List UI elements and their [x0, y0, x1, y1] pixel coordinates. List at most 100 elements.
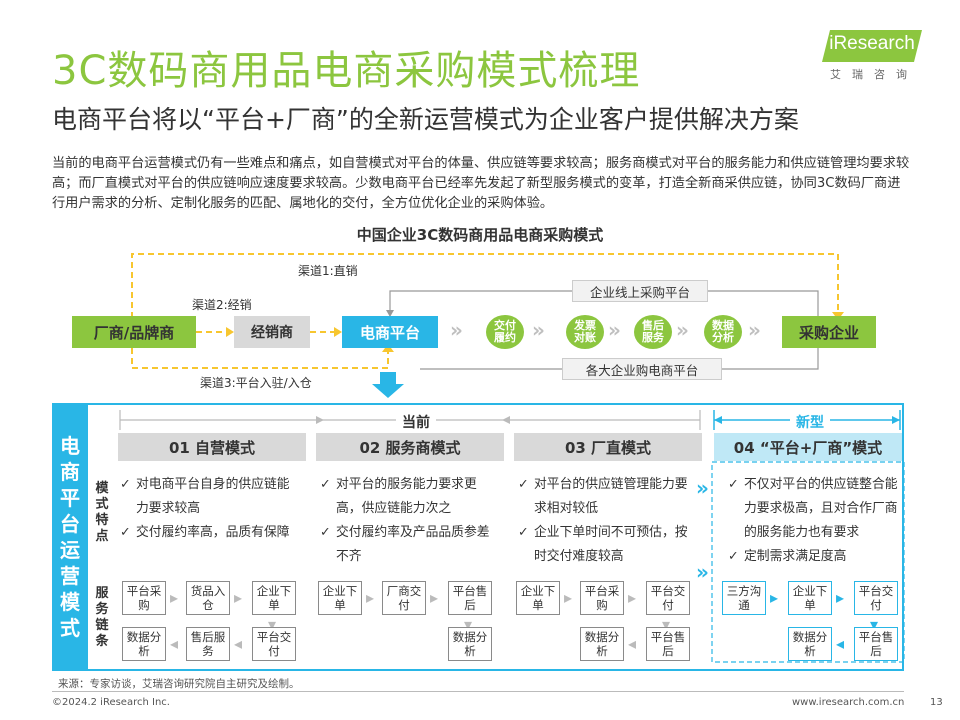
double-chevron-icon: »: [696, 560, 709, 584]
website-url: www.iresearch.com.cn: [792, 697, 905, 708]
chevron-right-icon: »: [676, 318, 689, 342]
mode-4-chain-top-1: 三方沟通: [722, 581, 766, 615]
arrow-right-icon: ▸: [366, 588, 375, 607]
mode-3-feature-1: 对平台的供应链管理能力要求相对较低: [534, 477, 688, 516]
major-platforms-box: 各大企业购电商平台: [562, 358, 722, 380]
footer-divider: [52, 691, 904, 692]
mode-3-chain-top-2: 平台采购: [580, 581, 624, 615]
check-icon: ✓: [320, 525, 331, 540]
copyright: ©2024.2 iResearch Inc.: [52, 697, 170, 708]
arrow-down-icon: ▾: [464, 615, 473, 634]
buyer-node: 采购企业: [782, 316, 876, 348]
major-platforms-line: [420, 348, 819, 370]
mode-3-chain-top-1: 企业下单: [516, 581, 560, 615]
figure-title: 中国企业3C数码商用品电商采购模式: [356, 226, 604, 244]
sidebar-label: 电商平台运营模式: [60, 434, 80, 640]
logo-cn: 艾瑞咨询: [830, 68, 918, 81]
step-data: 数据分析: [704, 315, 742, 349]
mode-2-chain-top-3: 平台售后: [448, 581, 492, 615]
arrow-right-icon: ▸: [564, 588, 573, 607]
mode-1-chain-top-1: 平台采购: [122, 581, 166, 615]
mode-3-features: ✓ 对平台的供应链管理能力要求相对较低 ✓ 企业下单时间不可预估，按时交付难度较高: [518, 473, 694, 569]
arrow-right-icon: ▸: [234, 588, 243, 607]
channel1-label: 渠道1:直销: [298, 264, 358, 278]
online-platform-box: 企业线上采购平台: [572, 280, 708, 302]
mode-header-2: 02 服务商模式: [316, 433, 504, 461]
mode-3-chain-bottom-2: 平台售后: [646, 627, 690, 661]
arrow-right-icon: ▸: [628, 588, 637, 607]
check-icon: ✓: [728, 549, 739, 564]
check-icon: ✓: [120, 477, 131, 492]
check-icon: ✓: [320, 477, 331, 492]
current-arrow-right-icon: [316, 416, 324, 424]
mode-2-chain-top-1: 企业下单: [318, 581, 362, 615]
mode-2-feature-2: 交付履约率及产品品质参差不齐: [336, 525, 490, 564]
channel3-line: [131, 348, 389, 369]
mode-4-feature-2: 定制需求满足度高: [744, 549, 847, 564]
new-arrow-right-icon: [892, 416, 900, 424]
new-label: 新型: [790, 412, 830, 432]
step-aftersales-label: 售后服务: [642, 319, 664, 344]
page-number: 13: [930, 697, 943, 708]
mode-header-3: 03 厂直模式: [514, 433, 702, 461]
arrow-down-icon: ▾: [662, 615, 671, 634]
chain-label: 服务链条: [95, 586, 109, 649]
step-data-label: 数据分析: [712, 319, 734, 344]
mode-1-chain-top-2: 货品入仓: [186, 581, 230, 615]
double-chevron-icon: »: [696, 476, 709, 500]
mode-4-features: ✓不仅对平台的供应链整合能力要求极高，且对合作厂商的服务能力也有要求 ✓定制需求…: [728, 473, 900, 569]
panel-sidebar: 电商平台运营模式: [52, 403, 88, 671]
check-icon: ✓: [518, 477, 529, 492]
mode-1-chain-bottom-3: 平台交付: [252, 627, 296, 661]
mode-2-chain-top-2: 厂商交付: [382, 581, 426, 615]
manufacturer-node: 厂商/品牌商: [72, 316, 196, 348]
arrow-right-icon: ▸: [430, 588, 439, 607]
channel2-label: 渠道2:经销: [192, 298, 252, 312]
platform-node: 电商平台: [342, 316, 438, 348]
mode-4-chain-top-2: 企业下单: [788, 581, 832, 615]
step-aftersales: 售后服务: [634, 315, 672, 349]
mode-3-feature-2: 企业下单时间不可预估，按时交付难度较高: [534, 525, 688, 564]
mode-header-1: 01 自营模式: [118, 433, 306, 461]
source-note: 来源：专家访谈，艾瑞咨询研究院自主研究及绘制。: [58, 678, 300, 690]
mode-2-feature-1: 对平台的服务能力要求更高，供应链能力次之: [336, 477, 477, 516]
mode-1-chain-top-3: 企业下单: [252, 581, 296, 615]
new-arrow-left-icon: [714, 416, 722, 424]
intro-paragraph: 当前的电商平台运营模式仍有一些难点和痛点，如自营模式对平台的体量、供应链等要求较…: [52, 156, 910, 211]
chevron-right-icon: »: [608, 318, 621, 342]
mode-1-chain-bottom-2: 售后服务: [186, 627, 230, 661]
online-platform-arrow-icon: [386, 310, 394, 317]
mode-1-feature-1: 对电商平台自身的供应链能力要求较高: [136, 477, 290, 516]
channel1-line: [131, 253, 839, 318]
features-label: 模式特点: [95, 481, 109, 544]
arrow-right-icon: ▸: [770, 588, 779, 607]
channel2-arrow-b-icon: [334, 327, 342, 337]
mode-4-chain-top-3: 平台交付: [854, 581, 898, 615]
mode-1-feature-2: 交付履约率高，品质有保障: [136, 525, 290, 540]
mode-4-chain-bottom-1: 数据分析: [788, 627, 832, 661]
arrow-down-icon: ▾: [268, 615, 277, 634]
mode-1-features: ✓对电商平台自身的供应链能力要求较高 ✓交付履约率高，品质有保障: [120, 473, 292, 545]
step-delivery: 交付履约: [486, 315, 524, 349]
check-icon: ✓: [518, 525, 529, 540]
arrow-left-icon: ◂: [628, 634, 637, 653]
chevron-right-icon: »: [532, 318, 545, 342]
page-title: 3C数码商用品电商采购模式梳理: [52, 48, 641, 94]
chevron-right-icon: »: [450, 318, 463, 342]
iresearch-logo: iResearch 艾瑞咨询: [812, 30, 924, 82]
mode-3-chain-top-3: 平台交付: [646, 581, 690, 615]
arrow-down-icon: ▾: [870, 615, 879, 634]
arrow-right-icon: ▸: [170, 588, 179, 607]
arrow-left-icon: ◂: [170, 634, 179, 653]
distributor-node: 经销商: [234, 316, 310, 348]
step-delivery-label: 交付履约: [494, 319, 516, 344]
channel2-arrow-a-icon: [226, 327, 234, 337]
new-mode-frame: [711, 461, 905, 663]
mode-4-feature-1: 不仅对平台的供应链整合能力要求极高，且对合作厂商的服务能力也有要求: [744, 477, 898, 540]
current-arrow-left-icon: [502, 416, 510, 424]
down-arrow-icon: [372, 372, 404, 398]
arrow-left-icon: ◂: [234, 634, 243, 653]
logo-brand: iResearch: [829, 33, 915, 54]
mode-1-chain-bottom-1: 数据分析: [122, 627, 166, 661]
logo-mark-icon: [822, 30, 922, 62]
